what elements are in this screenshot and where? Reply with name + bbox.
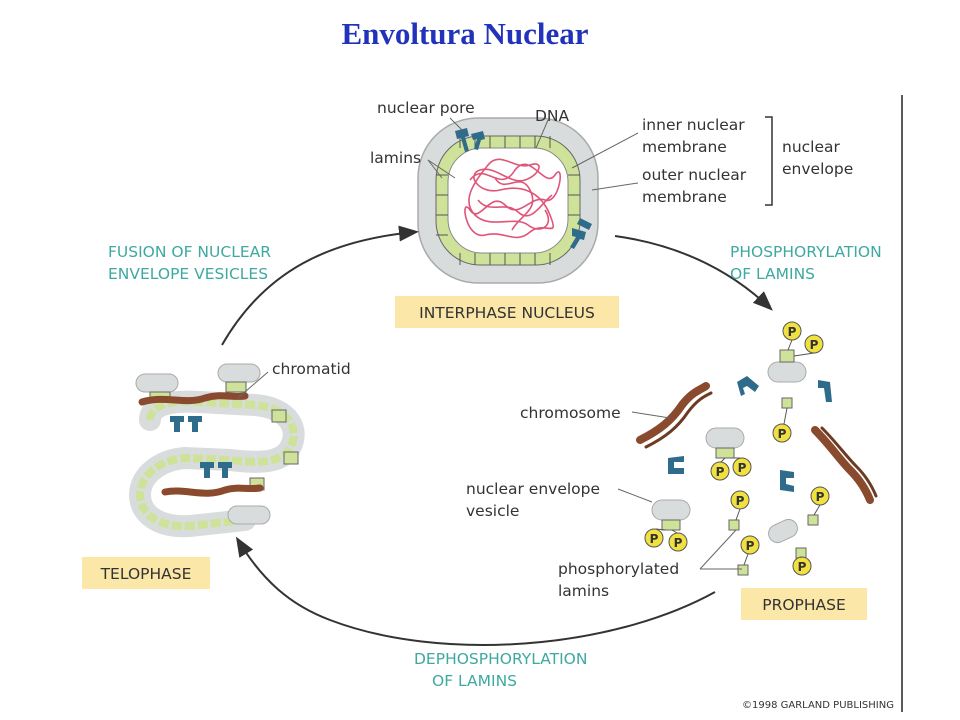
chromosome-shadow [820, 426, 878, 498]
svg-text:P: P [674, 536, 683, 550]
svg-text:P: P [716, 465, 725, 479]
svg-text:P: P [746, 539, 755, 553]
svg-text:P: P [788, 325, 797, 339]
svg-text:P: P [816, 490, 825, 504]
telophase-vesicle [227, 505, 271, 525]
telophase-lamin [283, 451, 299, 465]
chromosome [636, 382, 710, 444]
page-title: Envoltura Nuclear [341, 16, 589, 51]
telophase-vesicle [217, 363, 261, 383]
nuclear-envelope-vesicle [768, 518, 798, 544]
label-inner-membrane-1: inner nuclear [642, 116, 745, 134]
telophase-stage-box [82, 557, 210, 589]
label-fusion-2: ENVELOPE VESICLES [108, 265, 268, 283]
dna-strands-2 [477, 177, 553, 231]
interphase-nucleus: nuclear pore DNA lamins inner nuclear me… [370, 99, 853, 328]
label-fusion-1: FUSION OF NUCLEAR [108, 243, 271, 261]
lamin [779, 349, 795, 363]
nuclear-pore-icon-2 [570, 218, 592, 249]
label-nuclear-envelope-2: envelope [782, 160, 853, 178]
telophase-vesicle [135, 373, 179, 393]
label-dna: DNA [535, 107, 570, 125]
label-phosphorylated-1: phosphorylated [558, 560, 679, 578]
label-chromosome: chromosome [520, 404, 621, 422]
phosphate-groups: P P P P P P P P P P P [644, 321, 830, 576]
svg-text:P: P [738, 461, 747, 475]
label-vesicle-2: vesicle [466, 502, 519, 520]
label-phosphorylated-2: lamins [558, 582, 609, 600]
prophase-stage-box [741, 588, 867, 620]
label-phosphorylation-1: PHOSPHORYLATION [730, 243, 882, 261]
copyright-notice: ©1998 GARLAND PUBLISHING [742, 700, 894, 711]
svg-text:P: P [650, 532, 659, 546]
label-phosphorylation-2: OF LAMINS [730, 265, 815, 283]
envelope-bracket [765, 116, 773, 206]
chromatid-leader [237, 371, 269, 399]
telophase-cell: chromatid TELOPHASE [82, 360, 351, 589]
nuclear-envelope-vesicle [651, 499, 691, 521]
telophase-lamin [271, 409, 287, 423]
pore-fragment-icon [668, 376, 832, 492]
phosphate-links [655, 339, 821, 566]
nuclear-pore-icon-3 [170, 416, 232, 478]
label-chromatid: chromatid [272, 360, 351, 378]
label-inner-membrane-2: membrane [642, 138, 727, 156]
dna-strands [464, 158, 561, 239]
arrow-fusion [221, 225, 419, 346]
label-nuclear-pore: nuclear pore [377, 99, 475, 117]
prophase-cell: P P P P P P P P P P P [466, 321, 878, 620]
svg-text:P: P [736, 494, 745, 508]
interphase-stage-box [395, 296, 619, 328]
svg-text:P: P [810, 338, 819, 352]
interphase-leader-lines [427, 117, 639, 191]
svg-text:P: P [778, 427, 787, 441]
nuclear-envelope-vesicle [767, 361, 807, 383]
label-outer-membrane-2: membrane [642, 188, 727, 206]
telophase-stage-label: TELOPHASE [100, 565, 192, 583]
label-lamins: lamins [370, 149, 421, 167]
chromosome-shadow [644, 391, 713, 449]
lamin [661, 519, 681, 531]
label-nuclear-envelope-1: nuclear [782, 138, 841, 156]
svg-text:P: P [798, 560, 807, 574]
chromosome [811, 426, 874, 504]
prophase-stage-label: PROPHASE [762, 596, 846, 614]
arrow-dephosphorylation [235, 536, 716, 646]
lamin [715, 447, 735, 459]
interphase-stage-label: INTERPHASE NUCLEUS [419, 304, 595, 322]
label-dephosphorylation-1: DEPHOSPHORYLATION [414, 650, 587, 668]
label-vesicle-1: nuclear envelope [466, 480, 600, 498]
chromatid [138, 392, 249, 406]
label-dephosphorylation-2: OF LAMINS [432, 672, 517, 690]
arrow-phosphorylation [614, 235, 773, 311]
free-lamins [728, 397, 819, 576]
telophase-lamin [225, 381, 247, 393]
nuclear-pore-icon [455, 128, 485, 152]
nuclear-envelope-vesicle [705, 427, 745, 449]
lamin-segments [436, 136, 580, 265]
label-outer-membrane-1: outer nuclear [642, 166, 747, 184]
cycle-arrows [221, 225, 773, 646]
chromatid [161, 484, 264, 497]
prophase-leader-lines [617, 411, 742, 570]
